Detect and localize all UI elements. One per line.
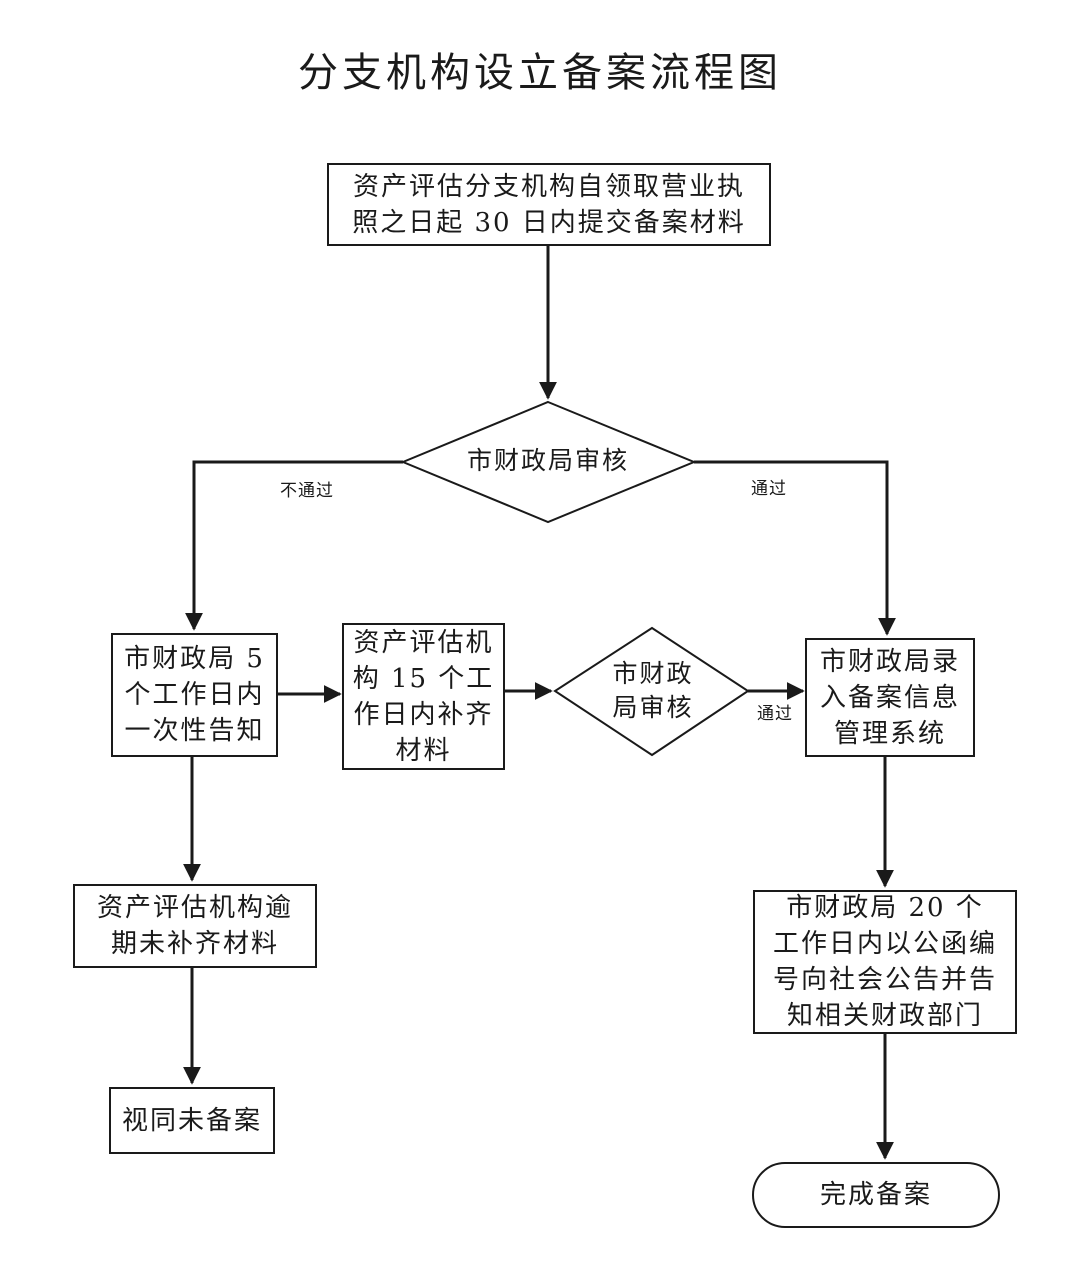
decision-review-2-shape: [553, 626, 750, 757]
step-not-filed: 视同未备案: [109, 1087, 275, 1154]
step-submit-materials: 资产评估分支机构自领取营业执照之日起 30 日内提交备案材料: [327, 163, 771, 246]
step-overdue: 资产评估机构逾期未补齐材料: [73, 884, 317, 968]
decision-review-1-shape: [400, 400, 697, 524]
step-public-announcement: 市财政局 20 个工作日内以公函编号向社会公告并告知相关财政部门: [753, 890, 1017, 1034]
step-notify-5-days: 市财政局 5 个工作日内一次性告知: [111, 633, 278, 757]
step-record-system: 市财政局录入备案信息管理系统: [805, 638, 975, 757]
edge-label-pass-2: 通过: [757, 704, 793, 724]
edge-label-fail: 不通过: [280, 481, 334, 501]
arrow-review-fail-to-notify: [185, 460, 403, 631]
arrow-review-pass-to-record: [694, 460, 896, 636]
step-complete-filing: 完成备案: [752, 1162, 1000, 1228]
edge-label-pass-1: 通过: [751, 479, 787, 499]
decision-review-2-label: 市财政局审核: [612, 659, 694, 722]
page-title: 分支机构设立备案流程图: [298, 50, 782, 96]
step-supplement-15-days: 资产评估机构 15 个工作日内补齐材料: [342, 623, 505, 770]
decision-review-1-label: 市财政局审核: [466, 446, 629, 475]
